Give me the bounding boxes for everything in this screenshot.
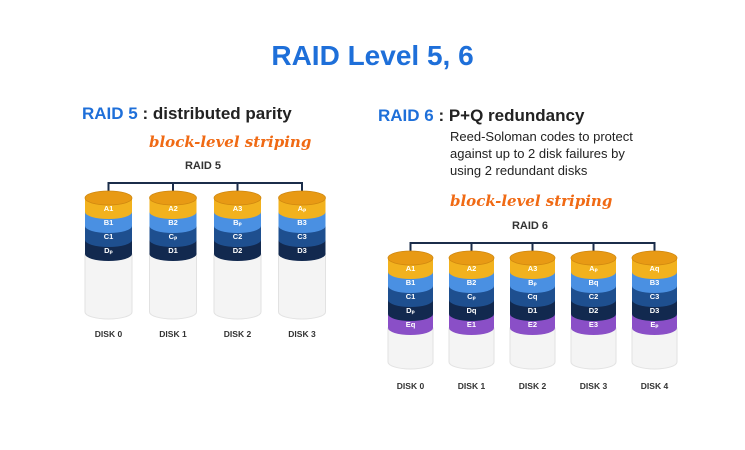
raid5-striping-label: block-level striping: [149, 133, 312, 151]
block-label: Aq: [650, 264, 660, 273]
block-label: C2: [233, 232, 243, 241]
disk-label: DISK 0: [397, 381, 425, 391]
raid5-separator: :: [137, 104, 153, 123]
block-label: Eₚ: [650, 320, 659, 329]
block-label: B1: [406, 278, 416, 287]
raid6-detail-text: Reed-Soloman codes to protect against up…: [450, 129, 633, 178]
disk-label: DISK 3: [580, 381, 608, 391]
block-label: A3: [233, 204, 243, 213]
disk-label: DISK 2: [519, 381, 547, 391]
disk-body: [149, 253, 197, 320]
raid6-striping-label: block-level striping: [450, 192, 613, 210]
block-label: D2: [589, 306, 599, 315]
raid5-diagram-label: RAID 5: [184, 160, 222, 172]
disk-top-cap: [387, 250, 434, 266]
block-label: E3: [589, 320, 598, 329]
raid6-separator: :: [433, 106, 449, 125]
block-label: Cₚ: [467, 292, 476, 301]
disk-top-cap: [278, 190, 326, 206]
disk-top-cap: [631, 250, 678, 266]
disk-label: DISK 3: [288, 329, 316, 339]
block-label: A3: [528, 264, 538, 273]
block-label: D1: [528, 306, 538, 315]
raid5-description: distributed parity: [152, 104, 292, 123]
disk-label: DISK 2: [224, 329, 252, 339]
block-label: B2: [467, 278, 477, 287]
block-label: Bq: [589, 278, 599, 287]
block-label: Dq: [467, 306, 477, 315]
block-label: Dₚ: [104, 246, 113, 255]
raid6-description: P+Q redundancy: [448, 106, 585, 125]
disk-top-cap: [509, 250, 556, 266]
block-label: A2: [168, 204, 178, 213]
block-label: E2: [528, 320, 537, 329]
raid6-heading: RAID 6 : P+Q redundancy: [378, 106, 584, 126]
raid6-diagram-label: RAID 6: [511, 220, 549, 232]
disk-body: [84, 253, 133, 320]
disk-label: DISK 4: [641, 381, 669, 391]
block-label: C1: [104, 232, 114, 241]
disk-top-cap: [213, 190, 262, 206]
block-label: A2: [467, 264, 477, 273]
disk-label: DISK 1: [458, 381, 486, 391]
block-label: A1: [104, 204, 114, 213]
raid5-connector-bus: [107, 182, 303, 193]
raid6-level: RAID 6: [378, 106, 434, 125]
disk-body: [631, 327, 678, 370]
block-label: Bₚ: [233, 218, 242, 227]
block-label: C3: [297, 232, 307, 241]
disk-body: [278, 253, 326, 320]
raid5-level: RAID 5: [82, 104, 138, 123]
page-title: RAID Level 5, 6: [271, 40, 474, 71]
block-label: B1: [104, 218, 114, 227]
block-label: Aₚ: [298, 204, 307, 213]
disk-body: [509, 327, 556, 370]
disk-body: [387, 327, 434, 370]
disk-body: [213, 253, 262, 320]
block-label: Bₚ: [528, 278, 537, 287]
block-label: D1: [168, 246, 178, 255]
block-label: B2: [168, 218, 178, 227]
block-label: D2: [233, 246, 243, 255]
block-label: B3: [650, 278, 660, 287]
block-label: E1: [467, 320, 476, 329]
block-label: Cₚ: [169, 232, 178, 241]
block-label: Dₚ: [406, 306, 415, 315]
block-label: D3: [650, 306, 660, 315]
disk-body: [448, 327, 495, 370]
block-label: Cq: [528, 292, 538, 301]
disk-body: [570, 327, 617, 370]
block-label: B3: [297, 218, 307, 227]
block-label: C3: [650, 292, 660, 301]
block-label: A1: [406, 264, 416, 273]
disk-label: DISK 1: [159, 329, 187, 339]
disk-top-cap: [448, 250, 495, 266]
block-label: C1: [406, 292, 416, 301]
block-label: D3: [297, 246, 307, 255]
raid5-heading: RAID 5 : distributed parity: [82, 104, 292, 124]
block-label: Aₚ: [589, 264, 598, 273]
block-label: C2: [589, 292, 599, 301]
disk-label: DISK 0: [95, 329, 123, 339]
disk-top-cap: [149, 190, 197, 206]
block-label: Eq: [406, 320, 416, 329]
disk-top-cap: [570, 250, 617, 266]
disk-top-cap: [84, 190, 133, 206]
